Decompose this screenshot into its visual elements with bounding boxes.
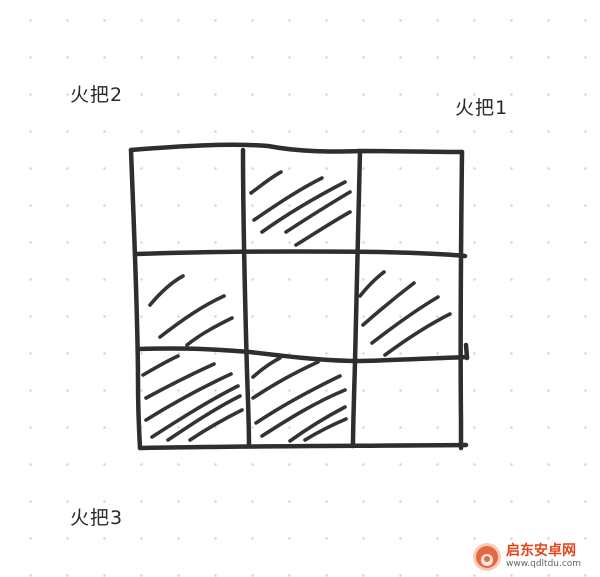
grid-horizontal-divider-2 <box>136 346 470 364</box>
grid-top-border <box>128 142 465 155</box>
watermark-site-url: www.qdltdu.com <box>506 559 582 569</box>
torch-3-label: 火把3 <box>70 507 124 529</box>
hatch-cell-r2-c1 <box>148 274 234 347</box>
hatching <box>141 170 452 443</box>
grid-horizontal-divider-1 <box>133 249 468 259</box>
hatch-cell-r2-c3 <box>358 270 452 357</box>
watermark-logo-icon <box>473 542 501 571</box>
site-watermark: 启东安卓网 www.qdltdu.com <box>470 538 598 575</box>
torch-1-label: 火把1 <box>455 97 509 119</box>
watermark-site-name: 启东安卓网 <box>506 543 576 559</box>
grid-lines <box>128 142 470 451</box>
hatch-cell-r3-c2 <box>251 356 348 443</box>
grid-right-tick <box>463 342 470 361</box>
hatch-cell-r3-c1 <box>141 354 244 442</box>
hatch-cell-r1-c2 <box>249 170 352 247</box>
grid-vertical-divider-2 <box>350 148 363 449</box>
watermark-text: 启东安卓网 www.qdltdu.com <box>506 543 581 570</box>
grid-right-border <box>458 149 465 451</box>
grid-vertical-divider-1 <box>240 147 252 449</box>
grid-bottom-border <box>137 442 469 451</box>
torch-2-label: 火把2 <box>70 84 124 106</box>
grid-left-border <box>128 147 143 451</box>
